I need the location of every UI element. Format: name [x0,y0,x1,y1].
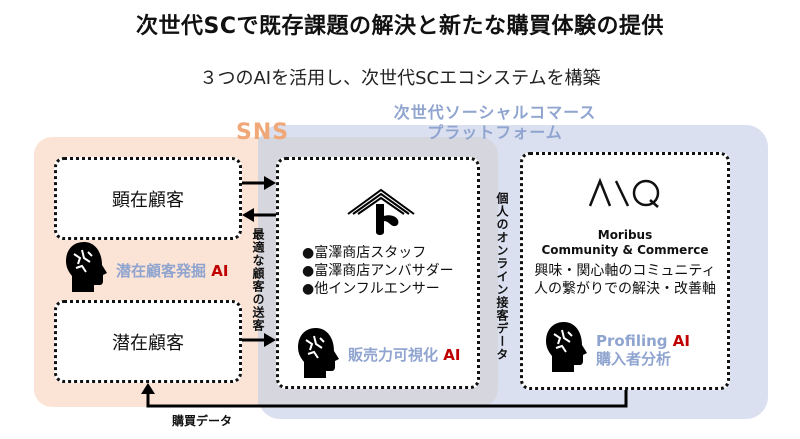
senzai-customer-box: 潜在顧客 [54,300,242,383]
center-bullet-list: ●富澤商店スタッフ ●富澤商店アンバサダー ●他インフルエンサー [302,244,454,298]
bullet-item: ●富澤商店アンバサダー [302,263,454,279]
right-ai-name: Profiling [596,332,668,350]
right-ai-suffix: AI [672,332,690,350]
center-ai-name: 販売力可視化 [348,346,439,364]
tomizawa-logo-icon [347,188,415,235]
moribus-desc-line2: 人の繋がりでの解決・改善軸 [534,281,716,297]
sns-label: SNS [236,120,290,145]
right-ai-sub: 購入者分析 [596,350,672,368]
left-ai-name: 潜在顧客発掘 [116,262,207,280]
center-ai-suffix: AI [443,346,461,364]
page-title: 次世代SCで既存課題の解決と新たな購買体験の提供 [136,14,664,39]
aiq-logo-icon [588,178,660,208]
ai-head-icon [546,322,587,372]
moribus-desc-line1: 興味・関心軸のコミュニティ [534,263,716,279]
ai-head-icon [66,242,107,292]
moribus-brand: Moribus Community & Commerce [520,228,730,258]
platform-label: 次世代ソーシャルコマース プラットフォーム [370,103,620,143]
customer-flow-arrows [242,176,276,347]
bullet-item: ●他インフルエンサー [302,281,440,297]
bullet-item: ●富澤商店スタッフ [302,245,427,261]
kenzai-customer-label: 顕在顧客 [112,189,184,211]
arrow-right-bottom [242,333,276,347]
ai-head-icon [298,328,339,378]
purchase-data-label: 購買データ [172,414,233,428]
left-ai-suffix: AI [211,262,229,280]
personal-online-data-label: 個人のオンライン接客データ [495,192,509,361]
right-ai-label: Profiling AI 購入者分析 [596,332,690,368]
left-ai-label: 潜在顧客発掘 AI [116,260,228,281]
moribus-description: 興味・関心軸のコミュニティ 人の繋がりでの解決・改善軸 [520,262,730,298]
arrow-left-top [242,208,276,222]
senzai-customer-label: 潜在顧客 [112,332,184,354]
moribus-brand-line1: Moribus [597,228,653,242]
platform-label-line2: プラットフォーム [427,123,563,142]
page-subtitle: ３つのAIを活用し、次世代SCエコシステムを構築 [199,68,601,89]
purchase-data-arrow [141,383,628,408]
moribus-brand-line2: Community & Commerce [541,243,709,257]
optimal-sending-label: 最適な顧客の送客 [251,228,265,332]
arrow-right-top [242,176,276,190]
center-ai-label: 販売力可視化 AI [348,344,460,365]
kenzai-customer-box: 顕在顧客 [54,157,242,240]
platform-label-line1: 次世代ソーシャルコマース [393,103,597,122]
